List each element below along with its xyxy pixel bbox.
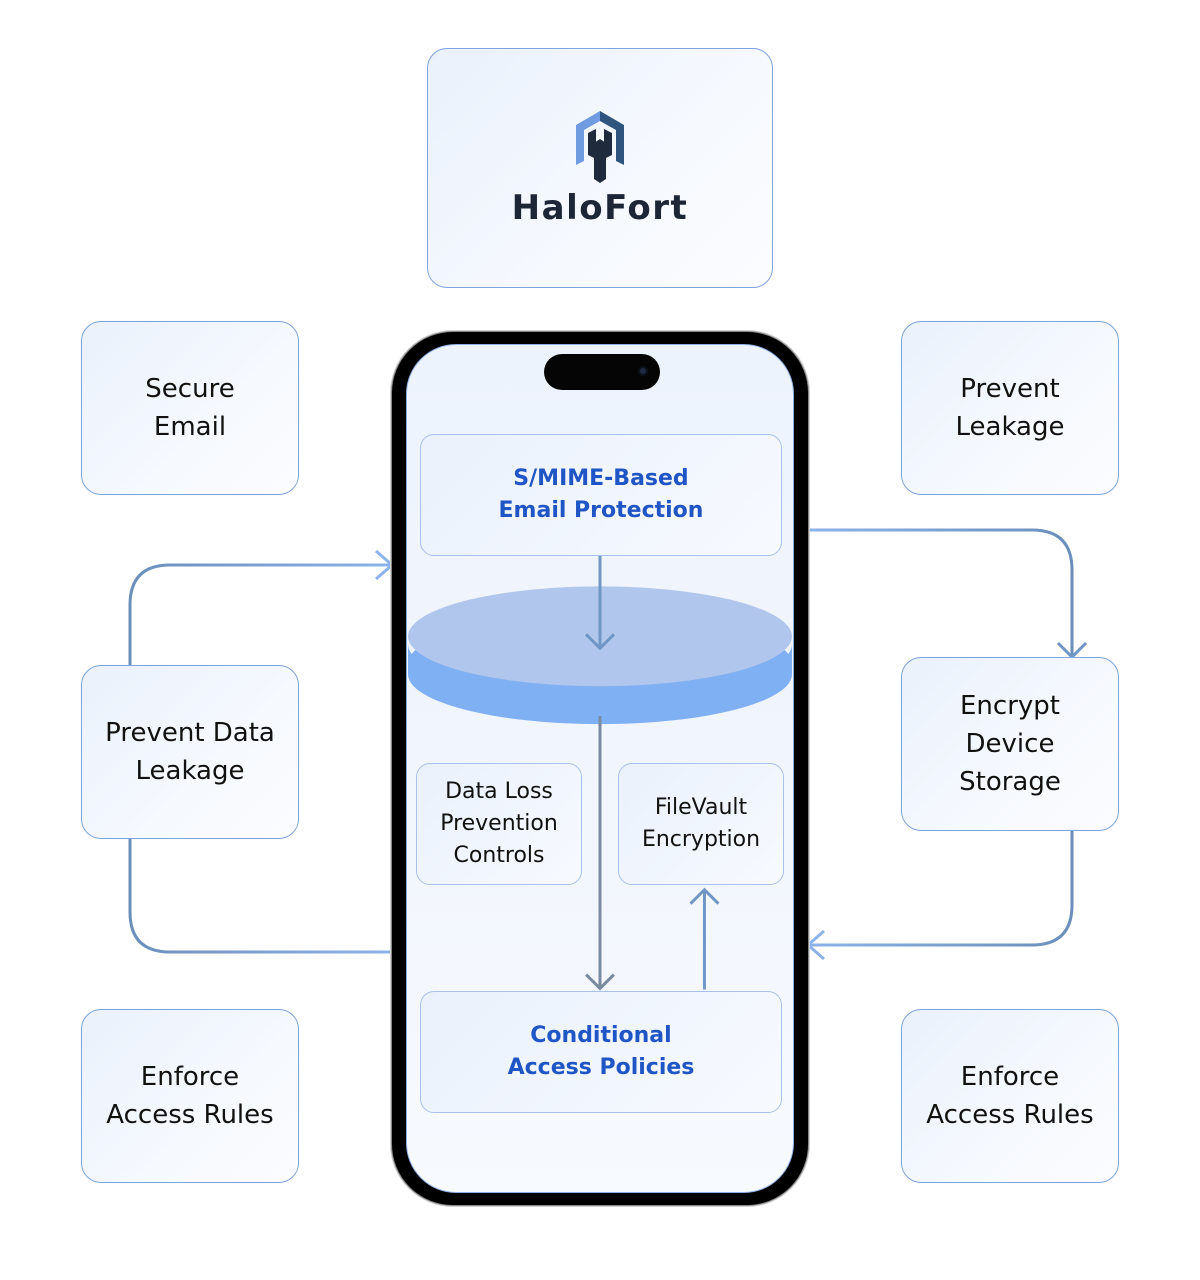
card-label: Prevent Leakage bbox=[955, 374, 1065, 442]
card-data-loss-prevention: Data Loss Prevention Controls bbox=[416, 763, 582, 885]
card-conditional-access-policies: Conditional Access Policies bbox=[420, 991, 782, 1113]
card-label: Secure Email bbox=[145, 374, 235, 442]
arrowhead-down-icon bbox=[585, 973, 615, 991]
card-encrypt-device-storage: Encrypt Device Storage bbox=[901, 657, 1119, 831]
connector-left-bottom bbox=[128, 839, 392, 954]
brand-name: HaloFort bbox=[511, 188, 689, 228]
dynamic-island bbox=[544, 354, 660, 390]
card-label: Enforce Access Rules bbox=[926, 1062, 1094, 1130]
card-smime-email-protection: S/MIME-Based Email Protection bbox=[420, 434, 782, 556]
halofort-shield-logo-icon bbox=[576, 111, 624, 183]
phone-frame: S/MIME-Based Email Protection Data Loss … bbox=[391, 331, 809, 1206]
card-enforce-access-rules-right: Enforce Access Rules bbox=[901, 1009, 1119, 1183]
arrowhead-up-icon bbox=[689, 887, 720, 905]
arrowhead-right-icon bbox=[375, 549, 395, 581]
card-filevault-encryption: FileVault Encryption bbox=[618, 763, 784, 885]
card-prevent-data-leakage: Prevent Data Leakage bbox=[81, 665, 299, 839]
card-secure-email: Secure Email bbox=[81, 321, 299, 495]
card-label: Conditional Access Policies bbox=[507, 1023, 695, 1080]
arrowhead-down-icon bbox=[1056, 641, 1088, 660]
screen-flow-layer bbox=[407, 555, 793, 991]
arrowhead-left-icon bbox=[805, 929, 825, 961]
brand-logo-card: HaloFort bbox=[427, 48, 773, 288]
card-prevent-leakage: Prevent Leakage bbox=[901, 321, 1119, 495]
card-label: Prevent Data Leakage bbox=[105, 718, 275, 786]
phone-screen: S/MIME-Based Email Protection Data Loss … bbox=[406, 344, 794, 1193]
card-label: S/MIME-Based Email Protection bbox=[498, 466, 704, 523]
card-label: FileVault Encryption bbox=[641, 795, 761, 852]
card-label: Data Loss Prevention Controls bbox=[440, 779, 558, 868]
connector-left-top bbox=[128, 563, 392, 665]
arrowhead-down-icon bbox=[585, 633, 615, 651]
connector-right-bottom bbox=[808, 831, 1074, 947]
front-camera-icon bbox=[638, 366, 648, 376]
card-label: Enforce Access Rules bbox=[106, 1062, 274, 1130]
connector-right-top bbox=[808, 528, 1074, 657]
card-enforce-access-rules-left: Enforce Access Rules bbox=[81, 1009, 299, 1183]
card-label: Encrypt Device Storage bbox=[959, 691, 1061, 797]
